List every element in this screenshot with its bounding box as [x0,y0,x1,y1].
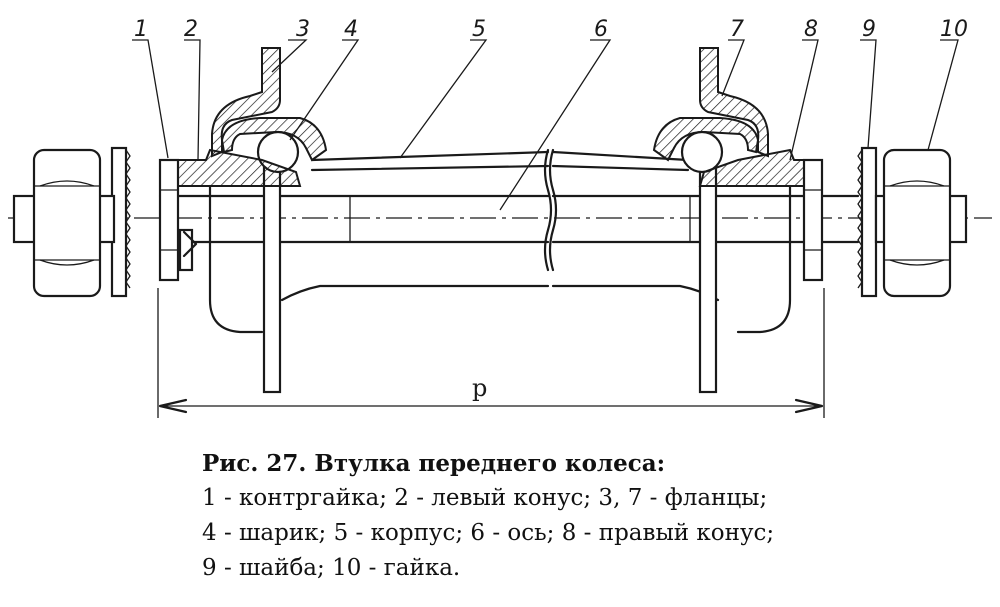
cone-right [698,148,823,187]
nut-right [882,148,952,298]
ball-right [680,130,724,174]
callout-number-2: 2 [184,17,198,42]
flange-right [698,47,769,394]
callout-number-8: 8 [804,17,818,42]
legend-line-2: 4 - шарик; 5 - корпус; 6 - ось; 8 - прав… [202,520,775,546]
callout-number-7: 7 [730,17,744,42]
callout-number-6: 6 [594,17,608,42]
nut-left [32,148,102,298]
locknut-left [158,158,198,282]
bearing-cup-left [220,117,328,162]
washer-left [110,146,131,298]
locknut-right [802,158,824,282]
bearing-cup-right [652,117,760,162]
callout-number-1: 1 [134,17,148,42]
legend-line-1: 1 - контргайка; 2 - левый конус; 3, 7 - … [202,485,768,511]
dimension-line-p [157,288,825,418]
leader-lines [132,39,959,211]
callout-number-10: 10 [940,17,968,42]
cone-left [177,148,302,187]
callout-number-4: 4 [344,17,358,42]
legend-line-3: 9 - шайба; 10 - гайка. [202,555,461,581]
dimension-label: p [472,374,487,402]
caption-title: Рис. 27. Втулка переднего колеса: [202,450,666,477]
flange-left [211,47,282,394]
callout-number-3: 3 [296,17,310,42]
callout-number-5: 5 [472,17,486,42]
washer-right [857,146,878,298]
figure-caption: Рис. 27. Втулка переднего колеса: 1 - ко… [202,446,982,586]
hub-cross-section-drawing: 1 2 3 4 5 6 7 8 9 10 p [8,17,992,418]
callout-number-9: 9 [862,17,876,42]
